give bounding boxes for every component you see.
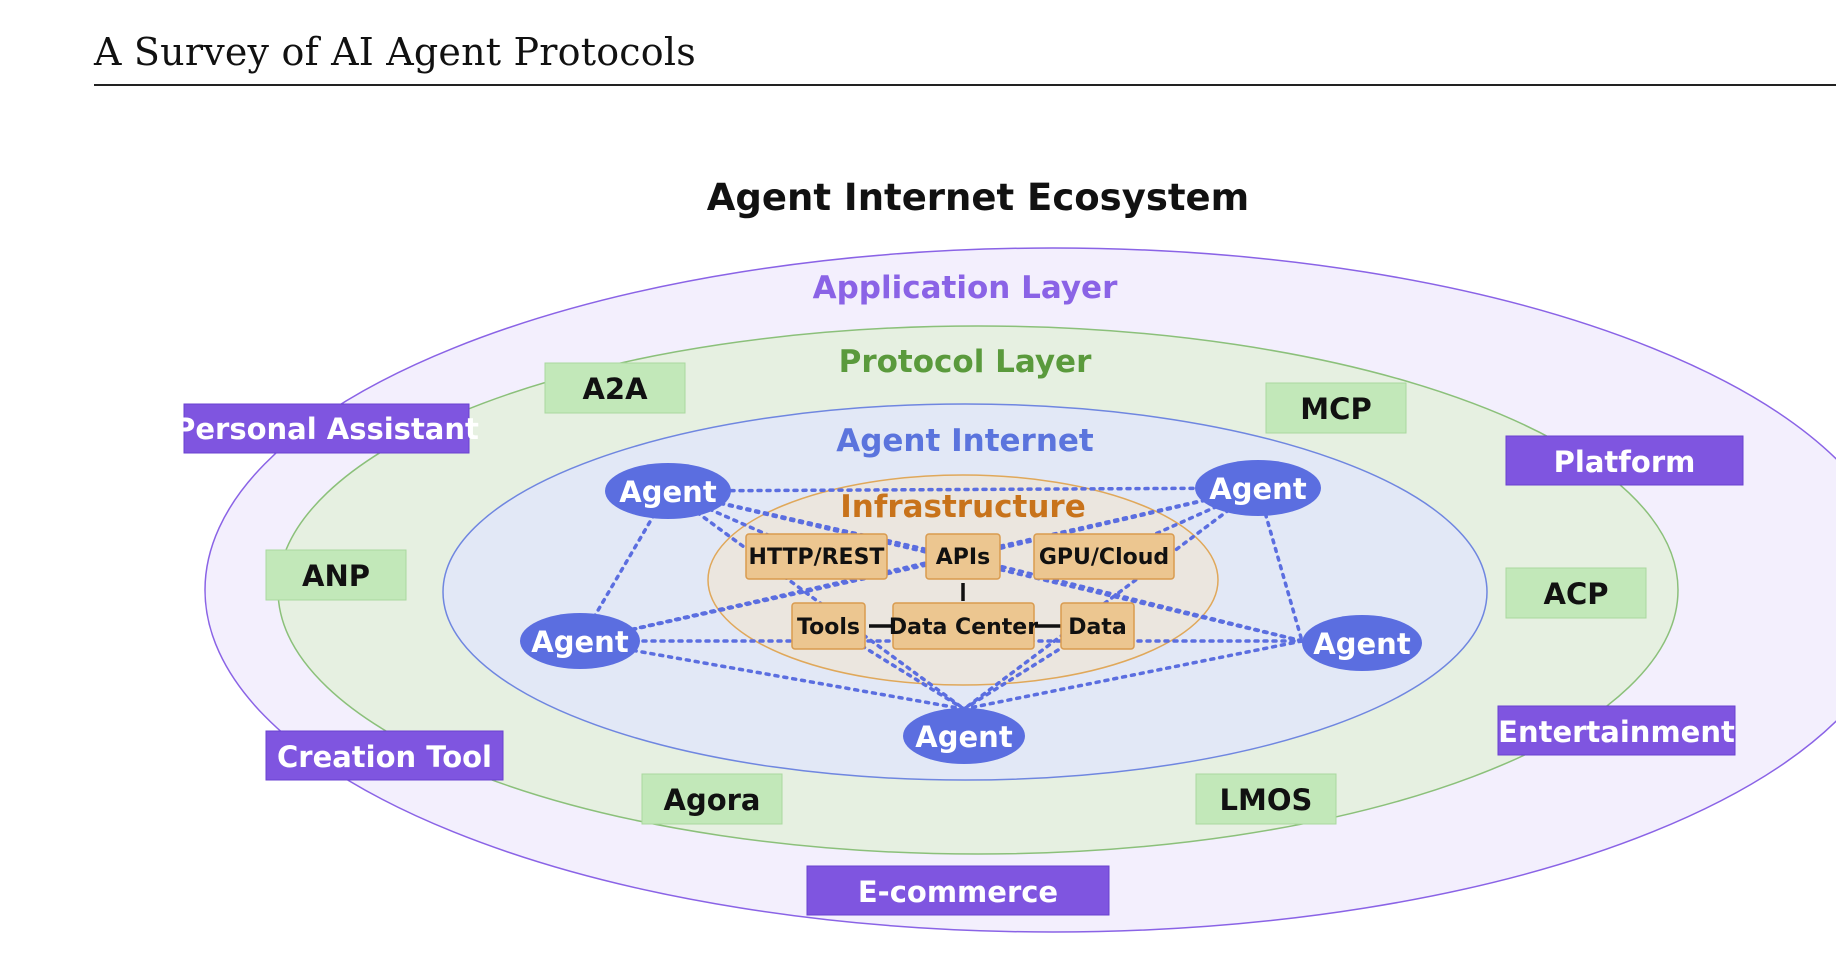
link-agent-bottom-data — [962, 623, 1100, 711]
agent-node-top-right: Agent — [1195, 460, 1321, 516]
app-platform-label: Platform — [1554, 445, 1696, 479]
protocol-lmos: LMOS — [1195, 773, 1337, 825]
app-creation-tool: Creation Tool — [265, 730, 504, 781]
link-agent-tl-agent-bottom — [666, 489, 966, 711]
infrastructure-label: Infrastructure — [840, 489, 1086, 525]
header-rule — [94, 84, 1836, 86]
app-platform: Platform — [1505, 435, 1744, 486]
app-e-commerce: E-commerce — [806, 865, 1110, 916]
infra-data-center-label: Data Center — [889, 615, 1038, 640]
link-agent-bottom-tools — [826, 623, 966, 711]
infra-gpu-cloud-label: GPU/Cloud — [1039, 545, 1169, 570]
infra-apis-label: APIs — [936, 545, 990, 570]
link-agent-right-apis — [961, 555, 1304, 643]
protocol-a2a: A2A — [544, 362, 686, 414]
infra-data-center: Data Center — [889, 602, 1038, 650]
infra-tools: Tools — [791, 602, 866, 650]
agent-node-label: Agent — [619, 475, 717, 509]
agent-node-label: Agent — [1313, 627, 1411, 661]
link-agent-left-agent-bottom — [578, 639, 966, 711]
infra-tools-label: Tools — [797, 615, 860, 640]
protocol-a2a-label: A2A — [582, 372, 648, 406]
app-personal-assistant: Personal Assistant — [174, 403, 479, 454]
infra-http-rest-label: HTTP/REST — [749, 545, 885, 570]
application-layer-label: Application Layer — [813, 270, 1118, 306]
infra-data: Data — [1060, 602, 1135, 650]
infra-data-label: Data — [1068, 615, 1126, 640]
infrastructure-links — [869, 583, 1061, 628]
agent-node-left: Agent — [520, 613, 640, 669]
protocol-layer-label: Protocol Layer — [839, 344, 1092, 380]
link-agent-left-apis — [578, 555, 965, 643]
protocol-acp-label: ACP — [1544, 577, 1609, 611]
link-agent-tr-apis — [961, 486, 1260, 559]
protocol-mcp-label: MCP — [1300, 392, 1371, 426]
protocol-agora-label: Agora — [664, 783, 761, 817]
running-title: A Survey of AI Agent Protocols — [94, 30, 696, 74]
agent-node-label: Agent — [915, 720, 1013, 754]
app-entertainment-label: Entertainment — [1498, 715, 1735, 749]
infra-gpu-cloud: GPU/Cloud — [1033, 533, 1175, 580]
agent-node-right: Agent — [1302, 615, 1422, 671]
agent-node-bottom: Agent — [903, 708, 1025, 764]
agent-internet-label: Agent Internet — [836, 423, 1094, 459]
protocol-acp: ACP — [1505, 567, 1647, 619]
protocol-agora: Agora — [641, 773, 783, 825]
app-entertainment: Entertainment — [1497, 705, 1736, 756]
protocol-lmos-label: LMOS — [1220, 783, 1313, 817]
app-creation-tool-label: Creation Tool — [277, 740, 492, 774]
agent-node-top-left: Agent — [605, 463, 731, 519]
app-personal-assistant-label: Personal Assistant — [174, 412, 479, 446]
agent-node-label: Agent — [531, 625, 629, 659]
infra-apis: APIs — [925, 533, 1001, 580]
infra-http-rest: HTTP/REST — [745, 533, 888, 580]
link-agent-right-agent-bottom — [962, 639, 1304, 711]
protocol-mcp: MCP — [1265, 382, 1407, 434]
app-e-commerce-label: E-commerce — [858, 875, 1058, 909]
link-agent-tr-agent-bottom — [962, 486, 1260, 711]
agent-node-label: Agent — [1209, 472, 1307, 506]
link-agent-tl-agent-tr — [666, 486, 1260, 493]
figure-title: Agent Internet Ecosystem — [707, 176, 1249, 219]
protocol-anp: ANP — [265, 549, 407, 601]
protocol-anp-label: ANP — [302, 559, 370, 593]
